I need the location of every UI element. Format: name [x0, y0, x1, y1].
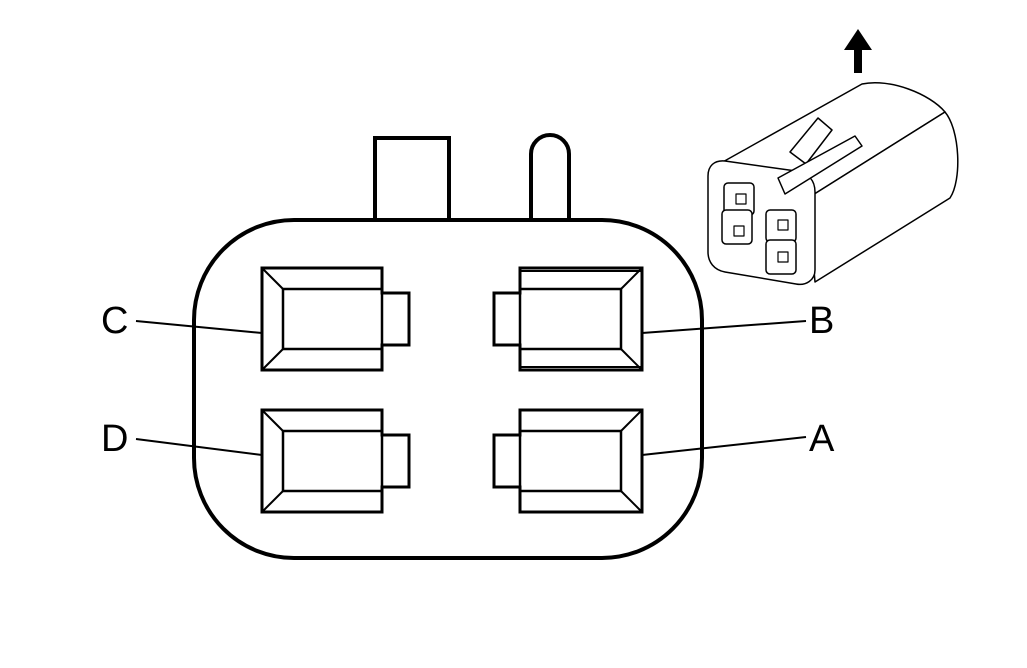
- pin-label-a: A: [809, 418, 835, 460]
- leader-lines: [135, 320, 807, 456]
- connector-top-tabs: [373, 133, 571, 226]
- leader-line-b: [641, 320, 807, 334]
- cavity-b: [492, 266, 644, 372]
- leader-line-c: [135, 320, 263, 334]
- connector-3d-view-icon: [707, 82, 959, 286]
- cavity-d: [260, 408, 411, 514]
- up-arrow-icon: [844, 29, 872, 73]
- pin-label-b: B: [809, 300, 834, 342]
- square-tab: [373, 136, 451, 226]
- round-tab: [529, 133, 571, 224]
- cavity-a: [492, 408, 644, 514]
- cavity-c: [260, 266, 411, 372]
- leader-line-a: [641, 436, 807, 456]
- connector-body: [192, 218, 704, 560]
- leader-line-d: [135, 438, 263, 456]
- pin-label-c: C: [101, 300, 128, 342]
- pin-label-d: D: [101, 418, 128, 460]
